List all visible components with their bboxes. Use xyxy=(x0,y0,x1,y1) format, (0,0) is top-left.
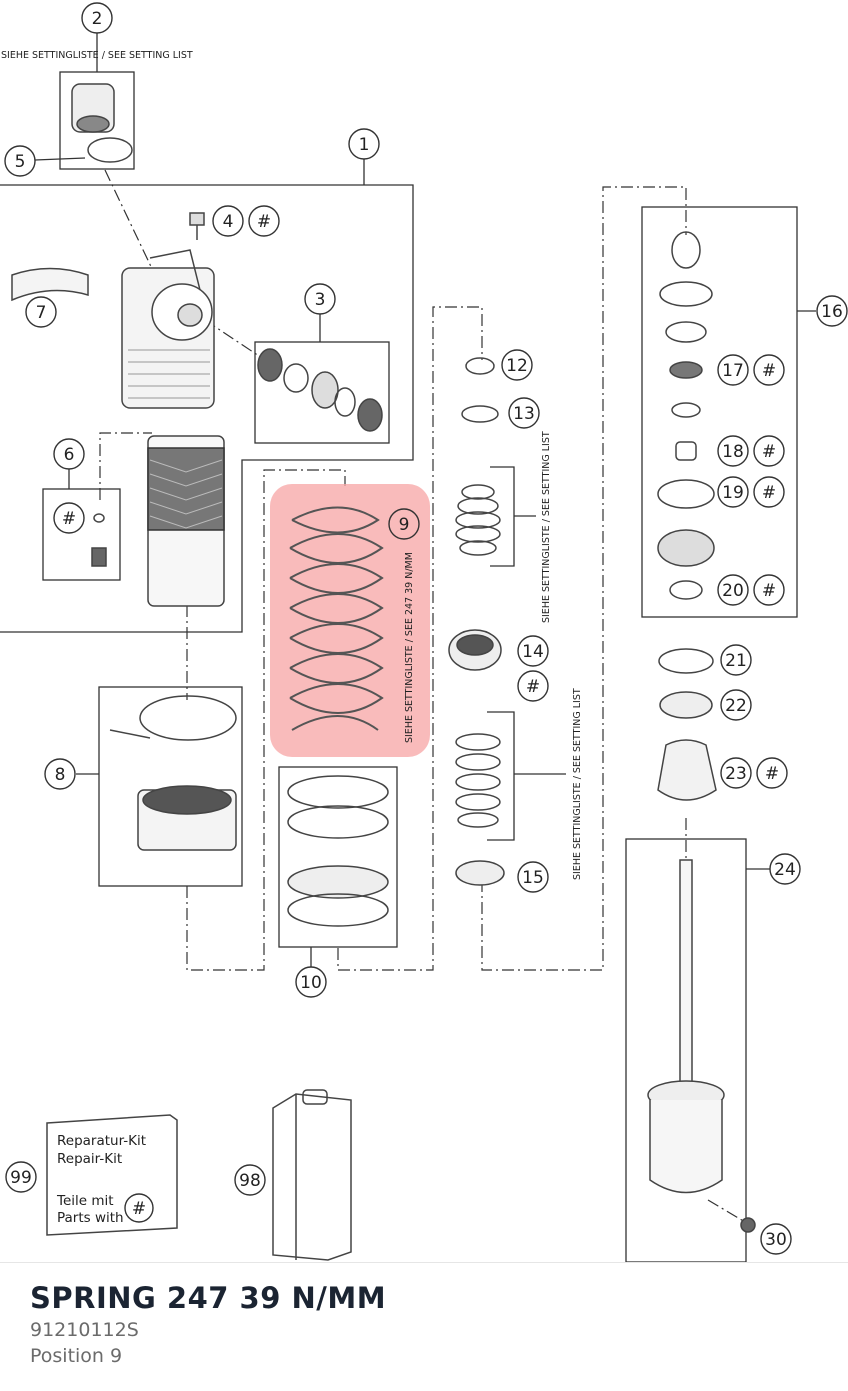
hash-19: # xyxy=(762,483,776,503)
setting-list-label-mid: SIEHE SETTINGLISTE / SEE SETTING LIST xyxy=(541,431,552,623)
hash-6: # xyxy=(62,509,76,529)
callout-8: 8 xyxy=(55,765,66,785)
callout-7: 7 xyxy=(36,303,47,323)
hash-18: # xyxy=(762,442,776,462)
kit-label-line4: Parts with xyxy=(57,1210,124,1226)
kit-label-line3: Teile mit xyxy=(56,1193,114,1209)
exploded-parts-diagram: 2 5 1 4 # 3 7 6 # 8 9 10 12 13 14 # 15 1… xyxy=(0,2,848,1262)
callout-15: 15 xyxy=(522,868,544,888)
group-box-8 xyxy=(98,686,243,887)
callout-99: 99 xyxy=(10,1168,32,1188)
callout-1: 1 xyxy=(359,135,370,155)
group-box-6 xyxy=(42,488,121,581)
callout-30: 30 xyxy=(765,1230,787,1250)
hash-20: # xyxy=(762,581,776,601)
part-number: 91210112S xyxy=(30,1319,139,1341)
hash-4: # xyxy=(257,212,271,232)
callout-5: 5 xyxy=(15,152,26,172)
setting-list-label-low: SIEHE SETTINGLISTE / SEE SETTING LIST xyxy=(572,688,583,880)
hash-17: # xyxy=(762,361,776,381)
callout-22: 22 xyxy=(725,696,747,716)
callout-6: 6 xyxy=(64,445,75,465)
callout-16: 16 xyxy=(821,302,843,322)
part-position: Position 9 xyxy=(30,1345,123,1367)
callout-12: 12 xyxy=(506,356,528,376)
group-box-1 xyxy=(0,184,414,633)
callout-20: 20 xyxy=(722,581,744,601)
callout-18: 18 xyxy=(722,442,744,462)
kit-label-line1: Reparatur-Kit xyxy=(57,1133,146,1149)
part-title: SPRING 247 39 N/MM xyxy=(30,1281,387,1315)
callout-23: 23 xyxy=(725,764,747,784)
hash-23: # xyxy=(765,764,779,784)
callout-4: 4 xyxy=(223,212,234,232)
callout-9[interactable]: 9 xyxy=(399,515,410,535)
callout-17: 17 xyxy=(722,361,744,381)
group-box-24 xyxy=(625,838,747,1262)
callout-13: 13 xyxy=(513,404,535,424)
callout-2: 2 xyxy=(92,9,103,29)
setting-list-label-top: SIEHE SETTINGLISTE / SEE SETTING LIST xyxy=(1,50,193,61)
hash-kit: # xyxy=(132,1199,146,1219)
callout-14: 14 xyxy=(522,642,544,662)
group-box-16 xyxy=(641,206,798,618)
callout-98: 98 xyxy=(239,1171,261,1191)
hash-14: # xyxy=(526,677,540,697)
callout-24: 24 xyxy=(774,860,796,880)
callout-3: 3 xyxy=(315,290,326,310)
spring-setting-label: SIEHE SETTINGLISTE / SEE 247 39 N/MM xyxy=(404,552,415,743)
callout-19: 19 xyxy=(722,483,744,503)
callout-21: 21 xyxy=(725,651,747,671)
part-info-panel: SPRING 247 39 N/MM 91210112S Position 9 xyxy=(0,1262,848,1391)
kit-label-line2: Repair-Kit xyxy=(57,1151,122,1167)
group-box-3 xyxy=(254,341,390,444)
group-box-10 xyxy=(278,766,398,948)
callout-10: 10 xyxy=(300,973,322,993)
